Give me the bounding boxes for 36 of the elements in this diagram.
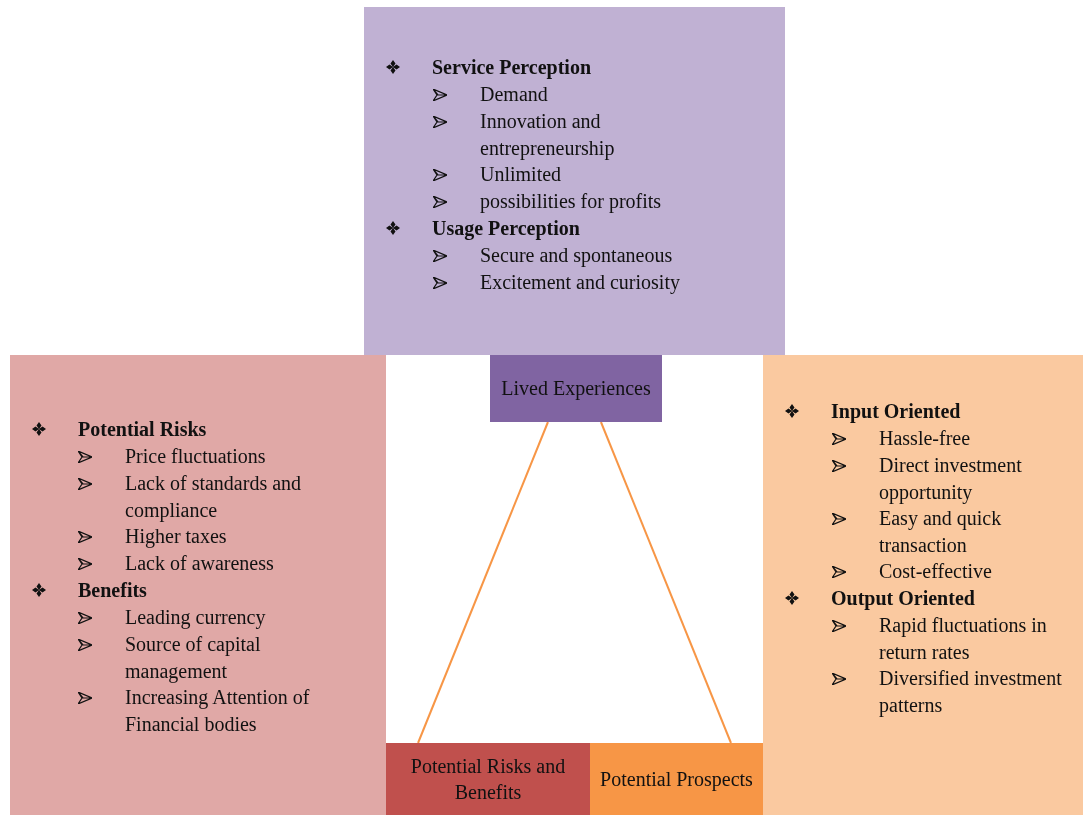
list-item: possibilities for profits [480,189,663,215]
connector-line [417,421,549,744]
list-item: Secure and spontaneous [480,243,674,269]
theme-box [490,355,662,422]
list-item: Diversified investment patterns [879,666,1063,718]
theme-box [386,743,590,815]
section-heading: Potential Risks [78,417,208,442]
list-item: Lack of awareness [125,551,275,576]
list-item: Cost-effective [879,559,993,584]
section-heading: Output Oriented [831,586,976,612]
section-heading: Input Oriented [831,399,962,425]
list-item: Hassle-free [879,426,972,451]
list-item: Leading currency [125,605,267,631]
category-panel [10,355,386,815]
list-item: Higher taxes [125,524,228,550]
category-panel [763,355,1083,815]
list-item: Innovation and entrepreneurship [480,109,616,161]
theme-label: Lived Experiences [501,376,651,402]
list-item: Increasing Attention of Financial bodies [125,685,311,737]
theme-label: Potential Risks and Benefits [409,753,567,805]
section-heading: Service Perception [432,55,592,81]
list-item: Unlimited [480,162,563,187]
connector-line [599,421,732,744]
section-heading: Usage Perception [432,216,581,242]
list-item: Excitement and curiosity [480,270,681,296]
list-item: Price fluctuations [125,444,267,469]
theme-label: Potential Prospects [600,766,753,793]
list-item: Lack of standards and compliance [125,471,303,523]
theme-box [590,743,763,815]
list-item: Rapid fluctuations in return rates [879,613,1048,665]
category-panel [364,7,785,355]
list-item: Demand [480,82,549,107]
list-item: Source of capital management [125,632,262,684]
section-heading: Benefits [78,578,148,603]
list-item: Direct investment opportunity [879,453,1023,505]
list-item: Easy and quick transaction [879,506,1003,558]
